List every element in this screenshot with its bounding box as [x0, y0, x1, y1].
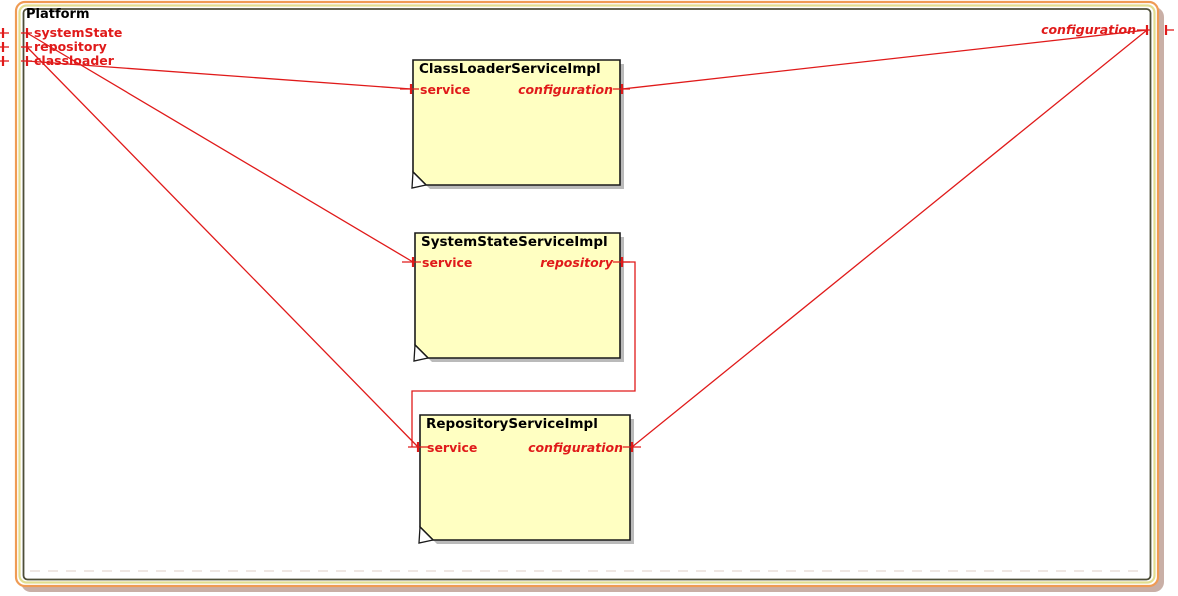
port-label-systemstate: systemState [34, 25, 123, 40]
component-body [414, 232, 621, 359]
component-repositoryserviceimpl-box[interactable] [418, 414, 634, 544]
port-systemstateservice-service[interactable] [402, 257, 421, 267]
port-label-configuration: configuration [518, 82, 613, 97]
port-label-configuration: configuration [528, 440, 623, 455]
connector-repository-configuration[interactable] [631, 29, 1148, 448]
port-inner-systemstate[interactable] [21, 28, 32, 38]
component-classloaderserviceimpl-box[interactable] [411, 59, 624, 189]
component-port-row: service configuration [420, 82, 613, 97]
corner-fold-icon [418, 525, 435, 544]
port-classloaderservice-service[interactable] [400, 84, 419, 94]
port-label-repository: repository [34, 39, 107, 54]
port-label-repository: repository [540, 255, 613, 270]
port-label-configuration: configuration [1041, 22, 1136, 37]
port-inner-repository[interactable] [21, 42, 32, 52]
platform-title: Platform [26, 7, 90, 22]
component-body [412, 59, 621, 186]
corner-fold-icon [413, 343, 430, 362]
port-systemstateservice-repository[interactable] [613, 257, 630, 267]
component-title-systemstateserviceimpl: SystemStateServiceImpl [421, 234, 608, 250]
port-outer-classloader[interactable] [0, 56, 9, 66]
connector-repository-to-repositoryservice[interactable] [26, 46, 419, 448]
connector-classloader-configuration[interactable] [621, 29, 1148, 90]
component-body [419, 414, 631, 541]
component-title-repositoryserviceimpl: RepositoryServiceImpl [426, 416, 598, 432]
port-inner-classloader[interactable] [21, 56, 32, 66]
port-repositoryservice-service[interactable] [408, 442, 428, 452]
corner-fold-icon [411, 170, 428, 189]
port-label-classloader: classloader [34, 53, 114, 68]
platform-frame-middle-border [18, 4, 1156, 584]
component-systemstateserviceimpl-box[interactable] [413, 232, 624, 362]
component-port-row: service repository [422, 255, 613, 270]
port-outer-configuration[interactable] [1164, 25, 1174, 35]
connector-classloader-to-classloaderservice[interactable] [26, 60, 412, 90]
platform-frame-inner-border [22, 8, 1152, 581]
port-classloaderservice-configuration[interactable] [613, 84, 630, 94]
port-inner-configuration[interactable] [1137, 25, 1150, 35]
connectors [26, 29, 1148, 448]
port-label-service: service [427, 440, 478, 455]
port-label-service: service [420, 82, 471, 97]
ports [0, 25, 1174, 452]
port-outer-repository[interactable] [0, 42, 9, 52]
connector-systemstate-repository-to-repositoryservice[interactable] [411, 261, 636, 447]
port-outer-systemstate[interactable] [0, 28, 9, 38]
port-label-service: service [422, 255, 473, 270]
connector-systemstate-to-systemstateservice[interactable] [26, 32, 414, 263]
component-title-classloaderserviceimpl: ClassLoaderServiceImpl [419, 61, 601, 77]
port-repositoryservice-configuration[interactable] [623, 442, 641, 452]
component-port-row: service configuration [427, 440, 623, 455]
